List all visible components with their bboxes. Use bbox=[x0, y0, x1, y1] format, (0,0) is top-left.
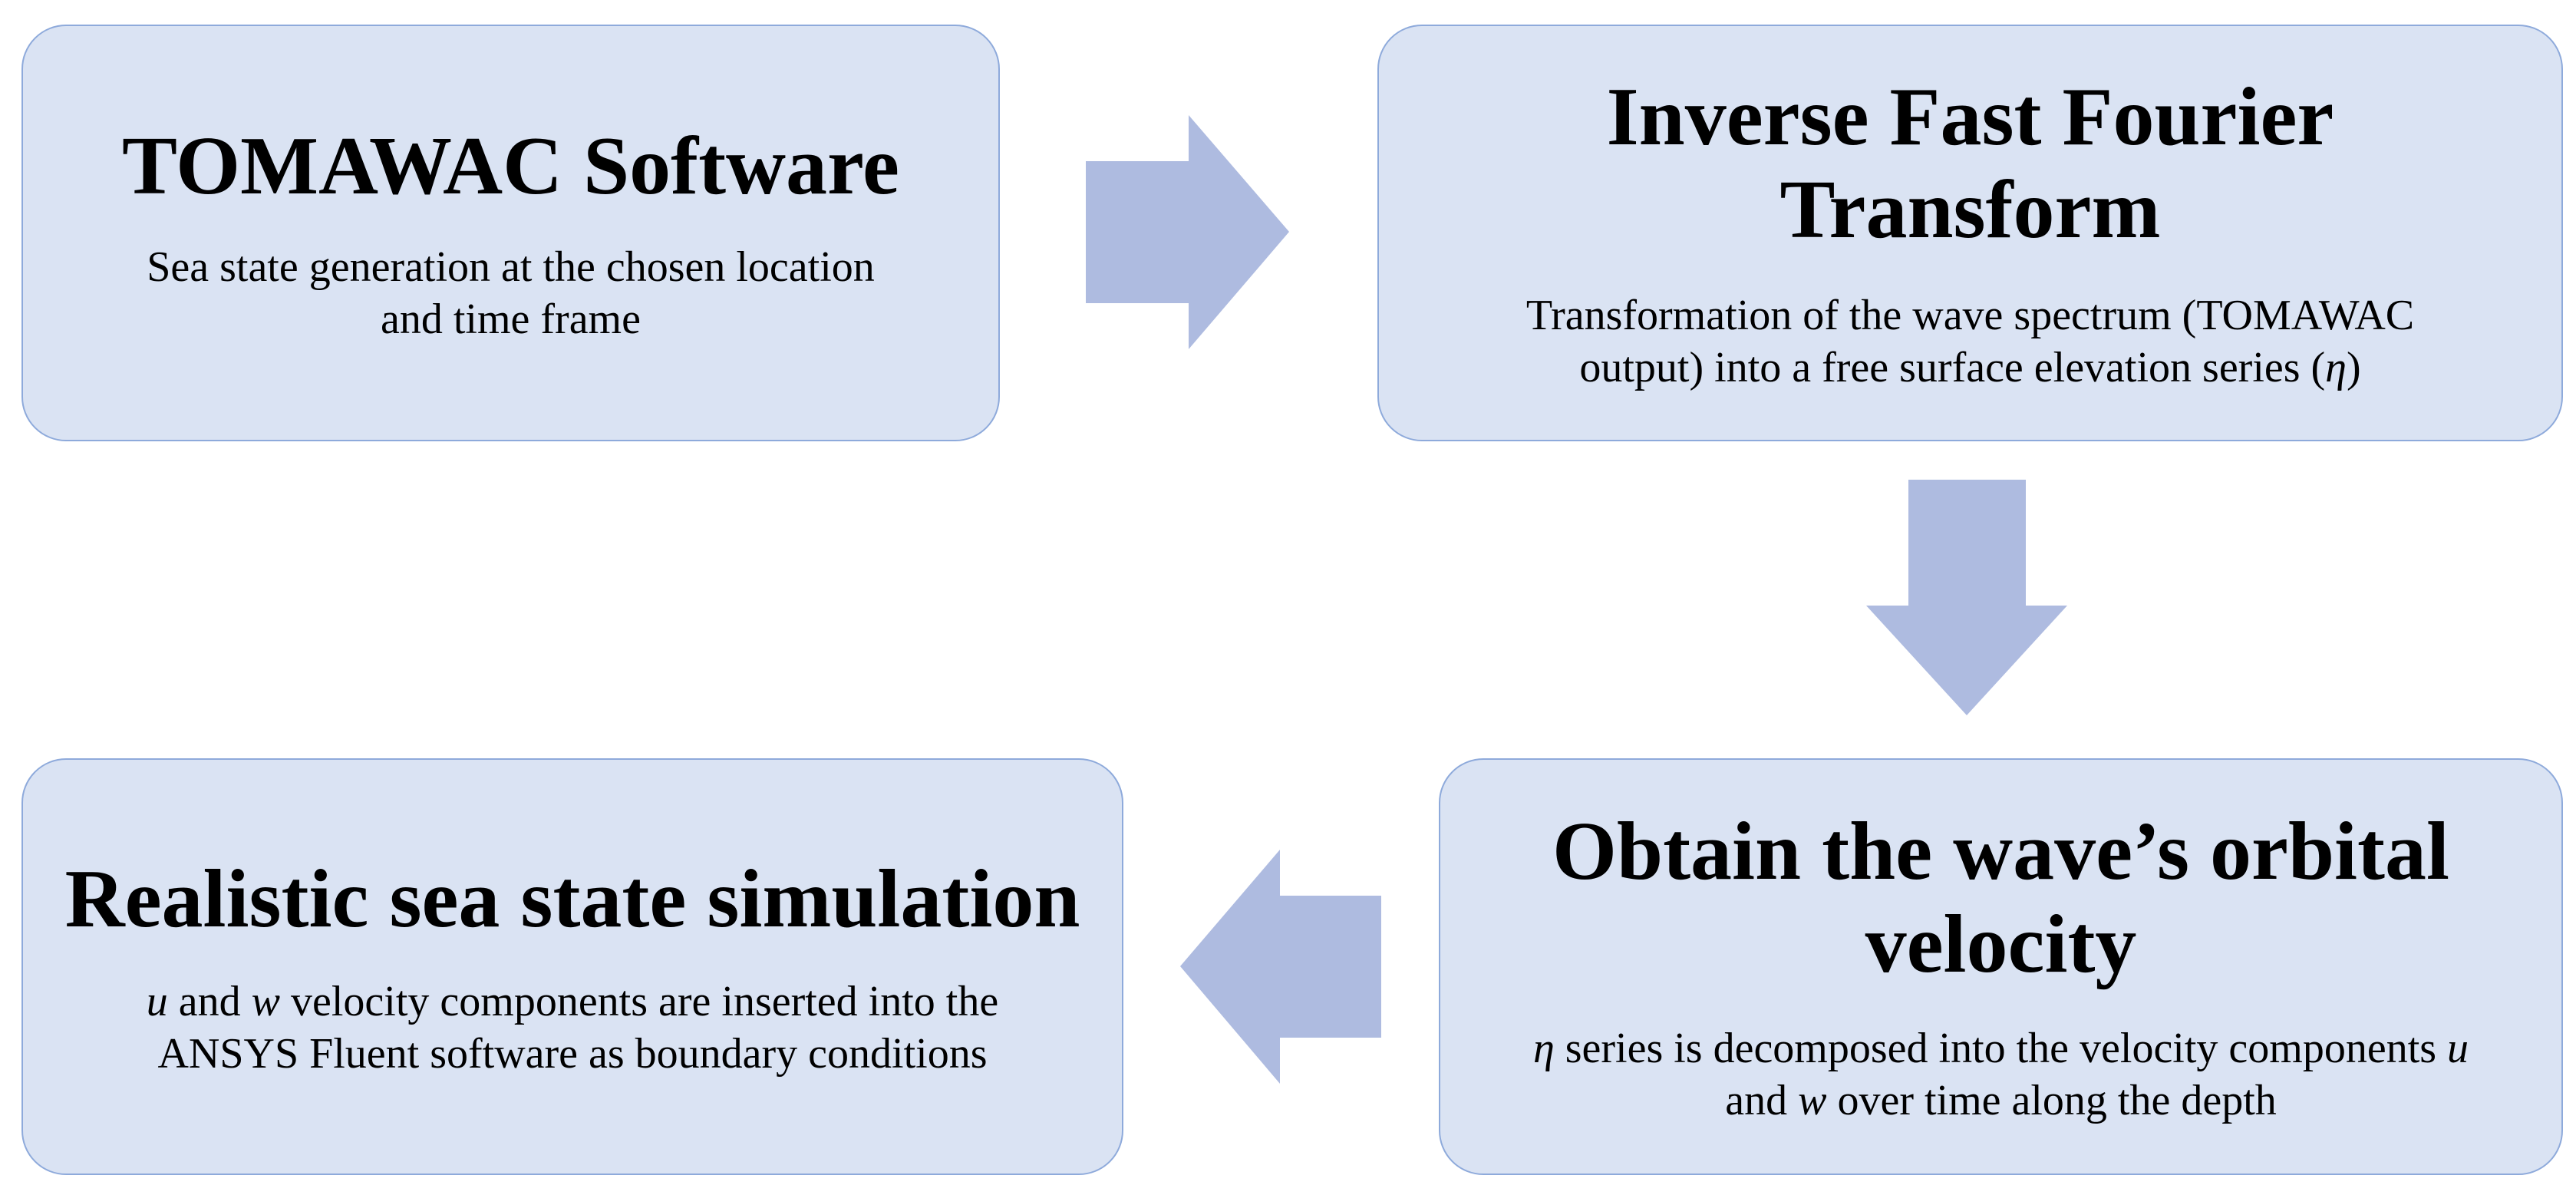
title-line: Obtain the wave’s orbital bbox=[1552, 806, 2449, 898]
step-box-tomawac: TOMAWAC Software Sea state generation at… bbox=[21, 25, 1000, 441]
arrow-right-icon bbox=[1086, 115, 1289, 349]
eta-symbol: η bbox=[2325, 344, 2347, 392]
desc-text: and bbox=[1725, 1077, 1799, 1125]
step-description-simulation: u and w velocity components are inserted… bbox=[51, 975, 1094, 1081]
desc-text: output) into a free surface elevation se… bbox=[1579, 344, 2326, 392]
w-symbol: w bbox=[1798, 1077, 1827, 1125]
desc-line: Sea state generation at the chosen locat… bbox=[147, 243, 875, 291]
title-line: velocity bbox=[1865, 899, 2137, 991]
eta-symbol: η bbox=[1532, 1025, 1555, 1073]
desc-line: and time frame bbox=[381, 295, 641, 343]
desc-text: ) bbox=[2346, 344, 2361, 392]
step-description-orbital-velocity: η series is decomposed into the velocity… bbox=[1464, 1022, 2538, 1127]
title-line: Inverse Fast Fourier bbox=[1606, 71, 2334, 163]
u-symbol: u bbox=[2447, 1025, 2469, 1073]
arrow-left-icon bbox=[1180, 850, 1381, 1084]
desc-text: and bbox=[167, 977, 252, 1025]
title-line: Transform bbox=[1779, 164, 2161, 256]
step-title-orbital-velocity: Obtain the wave’s orbital velocity bbox=[1552, 806, 2449, 992]
desc-line: ANSYS Fluent software as boundary condit… bbox=[157, 1029, 988, 1078]
desc-text: velocity components are inserted into th… bbox=[280, 977, 999, 1025]
step-title-simulation: Realistic sea state simulation bbox=[64, 853, 1080, 945]
desc-text: series is decomposed into the velocity c… bbox=[1554, 1025, 2448, 1073]
desc-line: Transformation of the wave spectrum (TOM… bbox=[1525, 292, 2415, 340]
step-description-ifft: Transformation of the wave spectrum (TOM… bbox=[1433, 289, 2508, 394]
w-symbol: w bbox=[251, 977, 281, 1025]
step-box-orbital-velocity: Obtain the wave’s orbital velocity η ser… bbox=[1439, 758, 2563, 1175]
u-symbol: u bbox=[146, 977, 168, 1025]
step-box-ifft: Inverse Fast Fourier Transform Transform… bbox=[1377, 25, 2563, 441]
step-title-ifft: Inverse Fast Fourier Transform bbox=[1607, 71, 2334, 257]
step-description-tomawac: Sea state generation at the chosen locat… bbox=[74, 241, 948, 346]
step-box-simulation: Realistic sea state simulation u and w v… bbox=[21, 758, 1123, 1175]
desc-text: over time along the depth bbox=[1826, 1077, 2277, 1125]
step-title-tomawac: TOMAWAC Software bbox=[122, 120, 899, 212]
arrow-down-icon bbox=[1866, 480, 2067, 715]
